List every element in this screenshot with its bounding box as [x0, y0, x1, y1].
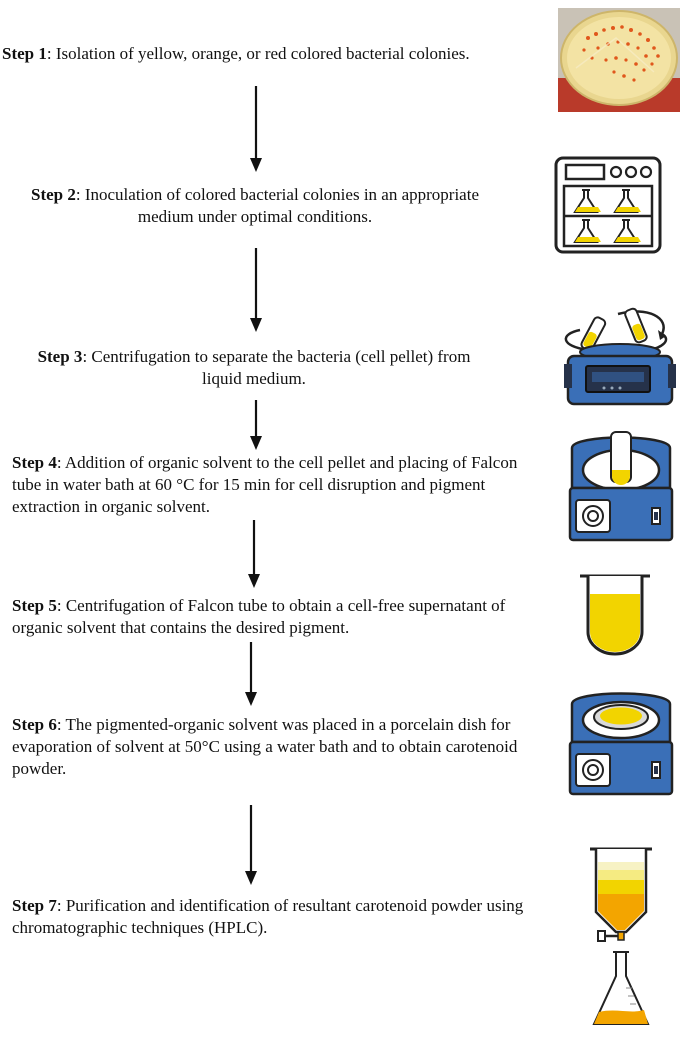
step-5-text: Step 5: Centrifugation of Falcon tube to… [12, 595, 547, 639]
step-3-label: Step 3 [37, 347, 83, 366]
step-3-description-line2: liquid medium. [202, 369, 306, 388]
step-4-description: : Addition of organic solvent to the cel… [12, 453, 518, 516]
arrow-step3-to-step4 [250, 400, 262, 450]
step-6-text: Step 6: The pigmented-organic solvent wa… [12, 714, 547, 780]
step-4-label: Step 4 [12, 453, 57, 472]
water-bath-tube-icon [568, 431, 674, 542]
centrifuge-icon [564, 307, 676, 406]
step-1-label: Step 1 [2, 44, 47, 63]
step-1-description: : Isolation of yellow, orange, or red co… [46, 44, 470, 63]
step-6-label: Step 6 [12, 715, 57, 734]
agar-plate-icon [558, 8, 680, 112]
falcon-tube-icon [580, 574, 650, 656]
incubator-icon [554, 156, 662, 254]
step-4-text: Step 4: Addition of organic solvent to t… [12, 452, 547, 518]
step-6-description: : The pigmented-organic solvent was plac… [12, 715, 518, 778]
step-7-label: Step 7 [12, 896, 57, 915]
step-2-label: Step 2 [31, 185, 76, 204]
step-5-description: : Centrifugation of Falcon tube to obtai… [12, 596, 506, 637]
step-2-description-line2: medium under optimal conditions. [137, 207, 373, 226]
step-1-text: Step 1: Isolation of yellow, orange, or … [2, 43, 550, 65]
step-5-label: Step 5 [12, 596, 57, 615]
step-3-description: : Centrifugation to separate the bacteri… [82, 347, 471, 366]
arrow-step6-to-step7 [245, 805, 257, 885]
arrow-step1-to-step2 [250, 86, 262, 172]
step-7-description: : Purification and identification of res… [12, 896, 524, 937]
arrow-step2-to-step3 [250, 248, 262, 332]
step-2-description: : Inoculation of colored bacterial colon… [75, 185, 479, 204]
chromatography-column-icon [590, 847, 652, 1025]
arrow-step4-to-step5 [248, 520, 260, 588]
step-7-text: Step 7: Purification and identification … [12, 895, 547, 939]
step-3-text: Step 3: Centrifugation to separate the b… [4, 346, 504, 390]
water-bath-dish-icon [568, 692, 674, 796]
arrow-step5-to-step6 [245, 642, 257, 706]
step-2-text: Step 2: Inoculation of colored bacterial… [0, 184, 510, 228]
